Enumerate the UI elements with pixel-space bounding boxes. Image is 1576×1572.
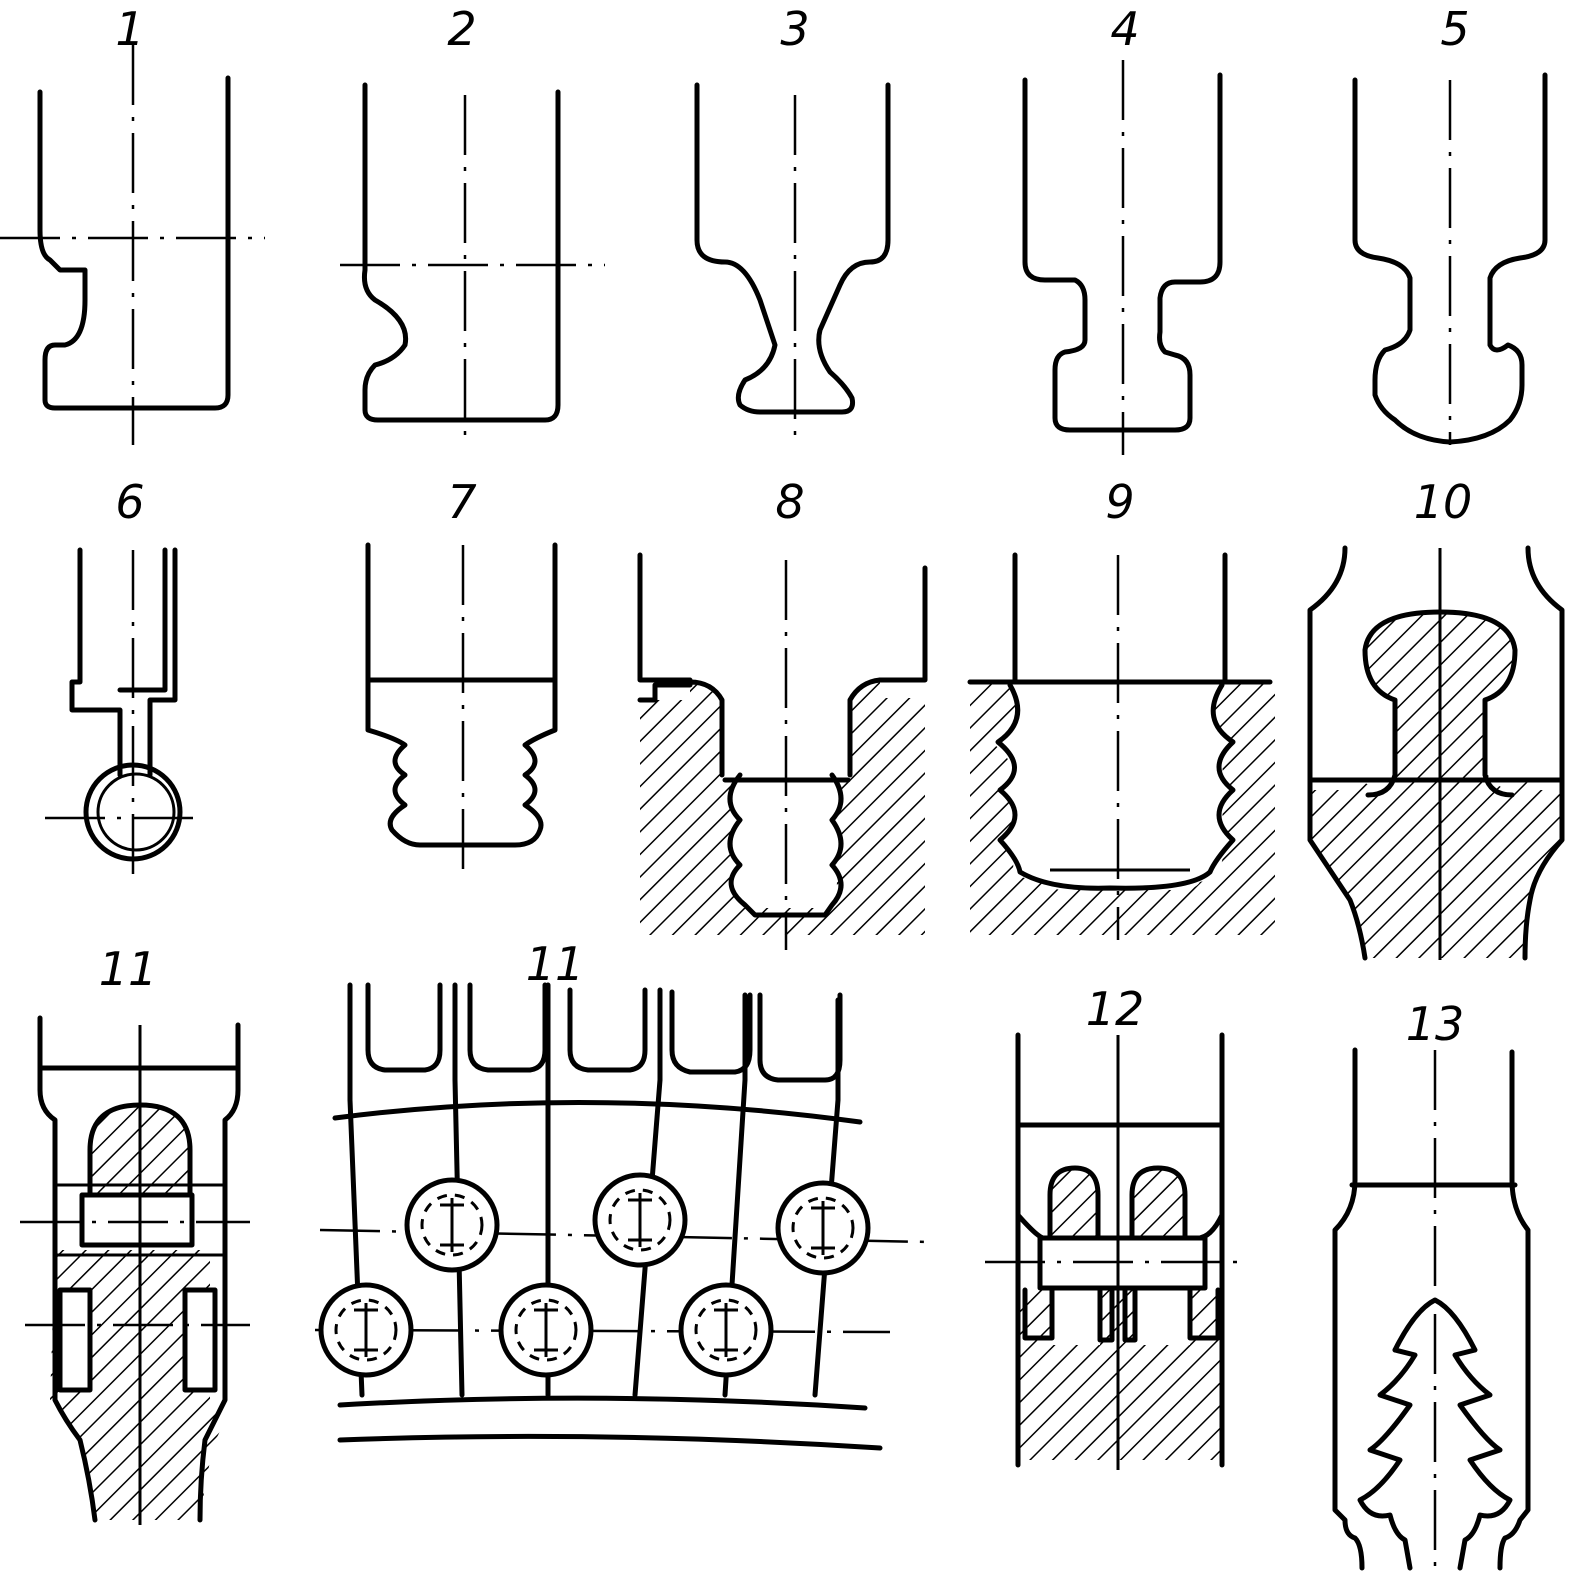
label-fig-4: 4 [1110, 2, 1139, 56]
fig-10-drawing [1307, 545, 1565, 961]
label-fig-9: 9 [1105, 475, 1134, 529]
fig-2-drawing [340, 82, 605, 440]
label-fig-2: 2 [447, 2, 476, 56]
fig-11b-drawing [314, 982, 931, 1451]
fig-11a-drawing [20, 1015, 250, 1525]
fig-12-drawing [985, 1032, 1245, 1470]
label-fig-7: 7 [447, 475, 476, 529]
fig-9-drawing [967, 552, 1275, 940]
label-fig-11a: 11 [99, 942, 158, 996]
label-fig-5: 5 [1440, 2, 1469, 56]
fig-3-drawing [694, 82, 891, 435]
label-fig-6: 6 [115, 475, 144, 529]
fig-8-drawing [637, 552, 928, 950]
fig-7-drawing [365, 542, 558, 880]
label-fig-1: 1 [115, 2, 144, 56]
fig-6-drawing [45, 547, 205, 885]
fig-5-drawing [1352, 72, 1548, 445]
label-fig-8: 8 [775, 475, 804, 529]
label-fig-12: 12 [1086, 982, 1145, 1036]
fig-1-drawing [0, 45, 265, 445]
fig-4-drawing [1022, 60, 1223, 455]
label-fig-11b: 11 [526, 937, 585, 991]
label-fig-3: 3 [780, 2, 809, 56]
label-fig-10: 10 [1414, 475, 1473, 529]
fig-13-drawing [1332, 1047, 1531, 1572]
label-fig-13: 13 [1406, 997, 1465, 1051]
